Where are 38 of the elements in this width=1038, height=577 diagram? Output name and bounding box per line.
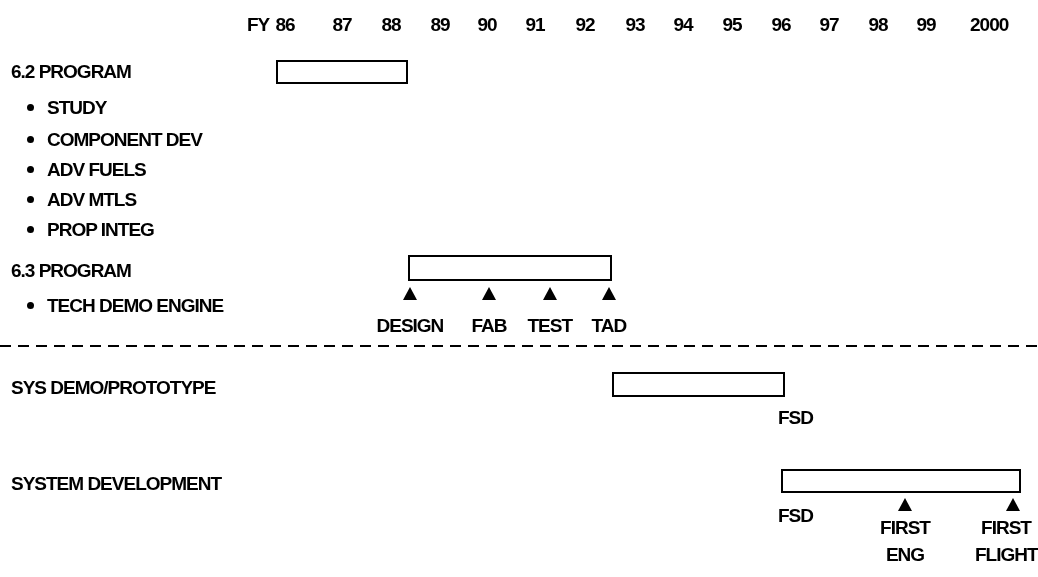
year-label: 92	[575, 13, 595, 35]
year-label: 94	[673, 13, 693, 35]
year-label: 99	[916, 13, 936, 35]
milestone-label: FSD	[778, 406, 813, 428]
row-label: SYSTEM DEVELOPMENT	[11, 472, 222, 494]
item-label: TECH DEMO ENGINE	[47, 294, 224, 316]
row-label: 6.3 PROGRAM	[11, 259, 131, 281]
milestone-label: FAB	[471, 314, 507, 336]
year-label: 87	[332, 13, 352, 35]
item-label: COMPONENT DEV	[47, 128, 202, 150]
milestone-label: FIRST FLIGHT	[975, 516, 1037, 567]
year-label: 93	[625, 13, 645, 35]
year-label: 89	[430, 13, 450, 35]
milestone-label: FSD	[778, 504, 813, 526]
year-label: 95	[722, 13, 742, 35]
year-label: 98	[868, 13, 888, 35]
year-label: 97	[819, 13, 839, 35]
timeline-bar	[781, 469, 1021, 493]
item-label: ADV MTLS	[47, 188, 137, 210]
year-label: 2000	[970, 13, 1009, 35]
item-label: STUDY	[47, 96, 107, 118]
timeline-bar	[612, 372, 785, 397]
row-label: SYS DEMO/PROTOTYPE	[11, 376, 216, 398]
year-label: 86	[275, 13, 295, 35]
year-label: 90	[477, 13, 497, 35]
milestone-label: TAD	[591, 314, 627, 336]
milestone-label: FIRST ENG	[879, 516, 932, 567]
milestone-label: TEST	[527, 314, 573, 336]
timeline-bar	[276, 60, 408, 84]
year-label: 91	[525, 13, 545, 35]
row-label: 6.2 PROGRAM	[11, 60, 131, 82]
item-label: PROP INTEG	[47, 218, 154, 240]
milestone-label: DESIGN	[376, 314, 444, 336]
timeline-bar	[408, 255, 612, 281]
axis-label: FY	[247, 13, 270, 35]
year-label: 96	[771, 13, 791, 35]
year-label: 88	[381, 13, 401, 35]
item-label: ADV FUELS	[47, 158, 146, 180]
